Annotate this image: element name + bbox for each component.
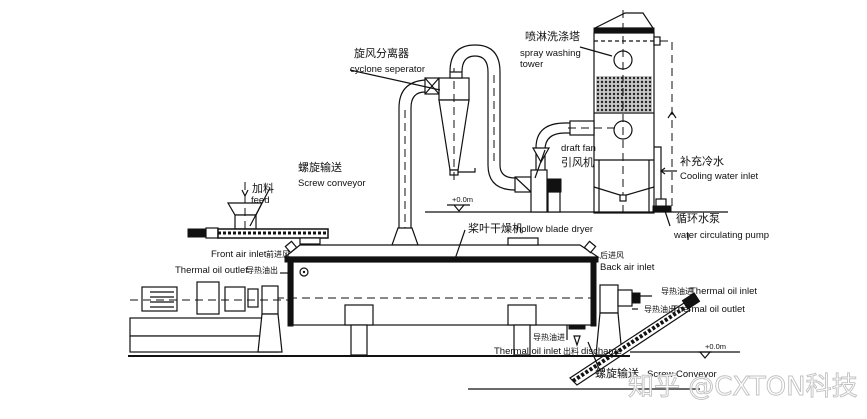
tower-label-zh: 喷淋洗涤塔 xyxy=(525,29,580,43)
cyclone-separator: +0.0m xyxy=(391,44,516,246)
cyclone-label-zh: 旋风分离器 xyxy=(354,46,409,60)
drive-right xyxy=(595,284,641,356)
oil-outlet-right-label-en: Thermal oil outlet xyxy=(672,304,745,315)
discharge-label-zh: 出料 xyxy=(563,346,579,356)
oil-inlet-right-label-en: Thermal oil inlet xyxy=(690,286,757,297)
spray-washing-tower xyxy=(425,10,728,215)
dryer-label-en: hollow blade dryer xyxy=(516,224,593,235)
cooling-water-label-zh: 补充冷水 xyxy=(680,154,724,168)
leader-lines xyxy=(249,46,671,372)
oil-outlet-right-label-zh: 导热油出 xyxy=(644,304,676,314)
oil-outlet-left-label-zh: 导热油出 xyxy=(246,265,278,275)
cyclone-label-en: cyclone seperator xyxy=(350,64,425,75)
feed-label-en: feed xyxy=(251,195,270,206)
back-air-label-zh: 后进风 xyxy=(600,250,624,260)
discharge-label-en: discharge xyxy=(581,346,622,357)
front-air-label-zh: 前进风 xyxy=(266,249,290,259)
water-circulating-pump xyxy=(652,198,672,212)
level-zero-cyclone: +0.0m xyxy=(452,195,473,204)
oil-inlet-bottom-label-en: Thermal oil inlet xyxy=(494,346,561,357)
oil-outlet-left-label-en: Thermal oil outlet xyxy=(175,265,248,276)
draft-fan-label-en: draft fan xyxy=(561,143,596,154)
draft-fan xyxy=(514,120,620,213)
level-zero-right: +0.0m xyxy=(705,342,726,351)
tower-label-en2: tower xyxy=(520,59,543,70)
draft-fan-label-zh: 引风机 xyxy=(561,155,594,169)
pump-label-zh: 循环水泵 xyxy=(676,212,720,225)
tower-label-en1: spray washing xyxy=(520,48,581,59)
oil-inlet-bottom-label-zh: 导热油进 xyxy=(533,332,565,342)
screw-discharge-label-zh: 螺旋输送 xyxy=(595,366,639,380)
cooling-water-label-en: Cooling water inlet xyxy=(680,171,759,182)
oil-inlet-right-label-zh: 导热油进 xyxy=(661,286,693,296)
screw-discharge-label-en: Screw Conveyor xyxy=(647,369,717,380)
screw-feed-label-en: Screw conveyor xyxy=(298,178,366,189)
labels: 旋风分离器 cyclone seperator 喷淋洗涤塔 spray wash… xyxy=(175,29,769,380)
watermark: 知乎 @CXTON科技 xyxy=(628,372,858,402)
discharge-screw-conveyor xyxy=(569,292,701,386)
hollow-blade-dryer xyxy=(250,237,640,356)
screw-feed-label-zh: 螺旋输送 xyxy=(298,160,342,174)
front-air-label-en: Front air inlet xyxy=(211,249,267,260)
feed-label-zh: 加料 xyxy=(252,181,274,195)
back-air-label-en: Back air inlet xyxy=(600,262,655,273)
drive-assembly xyxy=(129,281,290,353)
pump-label-en: water circulating pump xyxy=(673,230,769,241)
dryer-label-zh: 桨叶干燥机 xyxy=(468,221,523,235)
